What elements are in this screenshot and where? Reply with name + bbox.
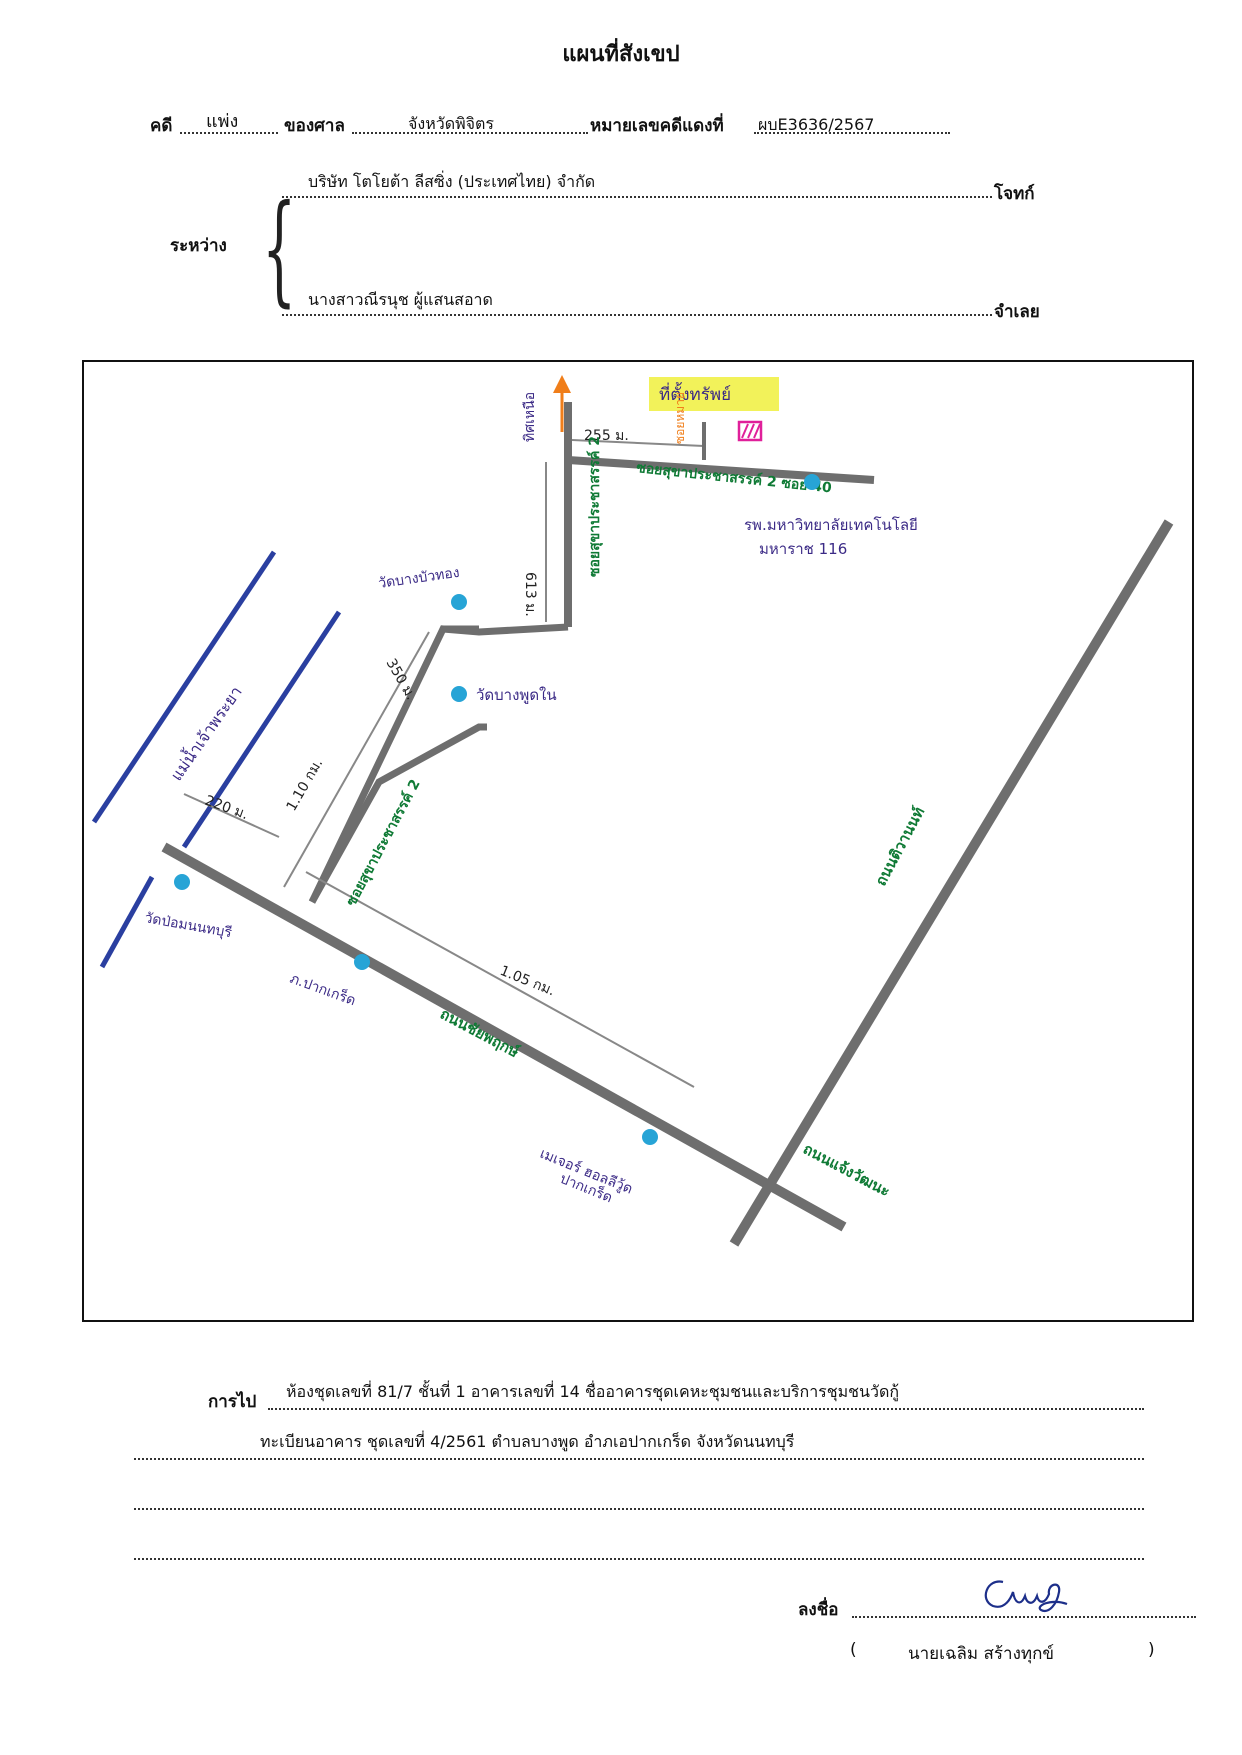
soi2-upper-label: ซอยสุขาประชาสรรค์ 2	[586, 436, 603, 577]
road-chaiyaphruek	[161, 842, 847, 1232]
plaintiff-line	[282, 196, 992, 198]
case-no-label: หมายเลขคดีแดงที่	[590, 116, 724, 136]
directions-line-3	[134, 1508, 1144, 1510]
soi-side-label: ซอยหมาย	[673, 392, 687, 444]
case-no-line	[754, 132, 950, 134]
target-marker	[737, 420, 763, 442]
court-name-value: จังหวัดพิจิตร	[408, 114, 495, 133]
dist-350: 350 ม.	[383, 656, 419, 703]
signature-open-paren: (	[850, 1640, 857, 1660]
dim-105	[305, 871, 695, 1088]
road-tiwanon	[729, 519, 1174, 1247]
chaiyaphruek-label: ถนนชัยพฤกษ์	[437, 1005, 522, 1062]
signature-scribble	[984, 1580, 1068, 1612]
dim-220	[183, 793, 280, 838]
directions-text-1: ห้องชุดเลขที่ 81/7 ชั้นที่ 1 อาคารเลขที่…	[286, 1382, 900, 1401]
dist-220: 220 ม.	[203, 793, 251, 823]
wat-lom-label: วัดป่อมนนทบุรี	[143, 910, 233, 941]
soi2-lower-label: ซอยสุขาประชาสรรค์ 2	[343, 776, 424, 908]
court-label: ของศาล	[284, 116, 345, 136]
poi-wat-bua: วัดบางบัวทอง	[377, 565, 467, 610]
dim-110	[283, 631, 430, 888]
road-soi2-mid	[308, 623, 569, 904]
signature-label: ลงชื่อ	[798, 1600, 839, 1620]
between-label: ระหว่าง	[170, 236, 227, 256]
hospital-label-2: มหาราช 116	[759, 540, 847, 558]
directions-line-2	[134, 1458, 1144, 1460]
defendant-name: นางสาวณีรนุช ผู้แสนสอาด	[308, 290, 493, 309]
directions-label: การไป	[208, 1392, 257, 1412]
police-label: ภ.ปากเกร็ด	[288, 969, 359, 1009]
case-type-line	[180, 132, 278, 134]
poi-hospital: รพ.มหาวิทยาลัยเทคโนโลยี มหาราช 116	[744, 474, 918, 558]
target-hatch-3	[753, 423, 761, 439]
soi40-label: ซอยสุขาประชาสรรค์ 2 ซอย 40	[636, 459, 833, 496]
map-frame: แม่น้ำเจ้าพระยา ทิศเหนือ ที่ตั้งทรัพย์ ซ…	[82, 360, 1194, 1322]
dim-255	[571, 439, 705, 447]
target-label: ที่ตั้งทรัพย์	[659, 382, 731, 405]
target-highlight	[649, 377, 779, 411]
court-line	[352, 132, 588, 134]
case-no-value: ผบE3636/2567	[758, 115, 875, 134]
river-line-1	[91, 550, 277, 824]
hospital-label: รพ.มหาวิทยาลัยเทคโนโลยี	[744, 516, 918, 534]
defendant-line	[282, 314, 992, 316]
poi-wat-bangphut: วัดบางพูดใน	[451, 686, 557, 704]
defendant-role: จำเลย	[994, 302, 1040, 322]
road-soi40	[567, 456, 875, 484]
signature-close-paren: )	[1148, 1640, 1155, 1660]
page-title: แผนที่สังเขป	[562, 42, 680, 67]
north-label: ทิศเหนือ	[522, 392, 538, 442]
directions-text-2: ทะเบียนอาคาร ชุดเลขที่ 4/2561 ตำบลบางพูด…	[260, 1432, 795, 1451]
case-label: คดี	[150, 116, 173, 136]
target-hatch-1	[741, 423, 749, 439]
poi-wat-lom: วัดป่อมนนทบุรี	[143, 874, 233, 941]
wat-bua-label: วัดบางบัวทอง	[377, 565, 460, 592]
river-line-2	[181, 610, 342, 849]
brace-symbol: {	[262, 180, 297, 319]
road-soi2-lower	[308, 723, 487, 904]
dist-613: 613 ม.	[522, 572, 538, 617]
signature-line	[852, 1616, 1196, 1618]
directions-line-4	[134, 1558, 1144, 1560]
tiwanon-label: ถนนติวานนท์	[872, 804, 929, 889]
dist-255: 255 ม.	[584, 428, 629, 444]
wat-bangphut-label: วัดบางพูดใน	[476, 686, 557, 704]
river-line-3	[99, 875, 155, 969]
plaintiff-role: โจทก์	[994, 184, 1035, 204]
plaintiff-name: บริษัท โตโยต้า ลีสซิ่ง (ประเทศไทย) จำกัด	[308, 172, 596, 191]
map-canvas: แม่น้ำเจ้าพระยา ทิศเหนือ ที่ตั้งทรัพย์ ซ…	[91, 375, 1174, 1247]
case-type-value: แพ่ง	[206, 111, 239, 132]
chaengwattana-label: ถนนแจ้งวัฒนะ	[800, 1140, 893, 1201]
directions-line-1	[268, 1408, 1144, 1410]
dist-110: 1.10 กม.	[284, 756, 327, 814]
signature-name: นายเฉลิม สร้างทุกข์	[908, 1644, 1055, 1664]
poi-mall: เมเจอร์ ฮอลลีวู้ด ปากเกร็ด	[538, 1129, 658, 1206]
target-hatch-2	[747, 423, 755, 439]
poi-police: ภ.ปากเกร็ด	[288, 954, 370, 1009]
